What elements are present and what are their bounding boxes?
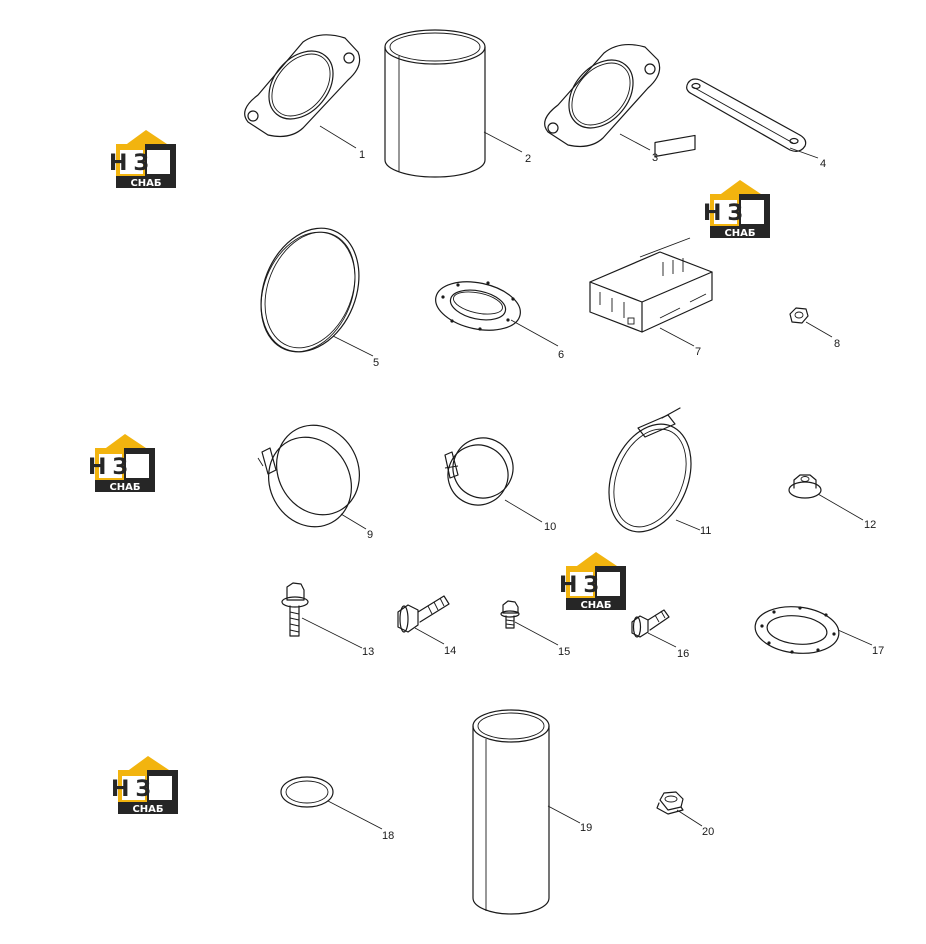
part-6-flange[interactable] [431,275,525,338]
part-14-bolt[interactable] [397,595,450,633]
callout-14: 14 [444,645,456,657]
callout-16: 16 [677,648,689,660]
callout-8: 8 [834,338,840,350]
part-5-seal-ring[interactable] [243,213,376,366]
logo-word: СНАБ [580,600,611,611]
brand-logo: НЗ СНАБ [111,756,178,815]
brand-logo: НЗ СНАБ [88,434,155,493]
part-16-bolt[interactable] [631,609,670,638]
callout-7: 7 [695,346,701,358]
callout-2: 2 [525,153,531,165]
callout-18: 18 [382,830,394,842]
part-9-band-clamp[interactable] [253,411,375,542]
brand-logo: НЗ СНАБ [109,130,176,189]
callout-11: 11 [700,525,711,537]
part-18-o-ring[interactable] [280,776,334,808]
callout-17: 17 [872,645,884,657]
logo-mark: НЗ [559,573,605,598]
logo-mark: НЗ [109,151,155,176]
part-2-pipe-sleeve[interactable] [384,29,486,178]
brand-logo: НЗ СНАБ [703,180,770,239]
logo-word: СНАБ [109,482,140,493]
callout-13: 13 [362,646,374,658]
callout-4: 4 [820,158,826,170]
part-13-bolt[interactable] [281,582,309,637]
part-8-nut[interactable] [789,307,809,324]
logo-word: СНАБ [130,178,161,189]
part-11-v-band-clamp[interactable] [594,407,706,544]
part-20-plug[interactable] [656,791,684,815]
logo-word: СНАБ [724,228,755,239]
part-7-module[interactable] [589,134,713,333]
part-3-gasket[interactable] [544,43,661,148]
callout-6: 6 [558,349,564,361]
part-1-gasket[interactable] [244,34,361,138]
callout-1: 1 [359,149,365,161]
logo-word: СНАБ [132,804,163,815]
brand-logo: НЗ СНАБ [559,552,626,611]
part-17-gasket[interactable] [753,603,841,658]
callout-20: 20 [702,826,714,838]
callout-10: 10 [544,521,556,533]
logo-mark: НЗ [111,777,157,802]
callout-9: 9 [367,529,373,541]
callout-12: 12 [864,519,876,531]
part-10-hose-clamp[interactable] [440,430,522,514]
part-12-flange-nut[interactable] [788,474,822,499]
logo-mark: НЗ [703,201,749,226]
logo-mark: НЗ [88,455,134,480]
part-15-small-bolt[interactable] [500,600,520,629]
callout-5: 5 [373,357,379,369]
callout-3: 3 [652,152,658,164]
part-19-tube[interactable] [472,709,550,915]
part-4-strap[interactable] [686,78,807,152]
callout-19: 19 [580,822,592,834]
callout-15: 15 [558,646,570,658]
